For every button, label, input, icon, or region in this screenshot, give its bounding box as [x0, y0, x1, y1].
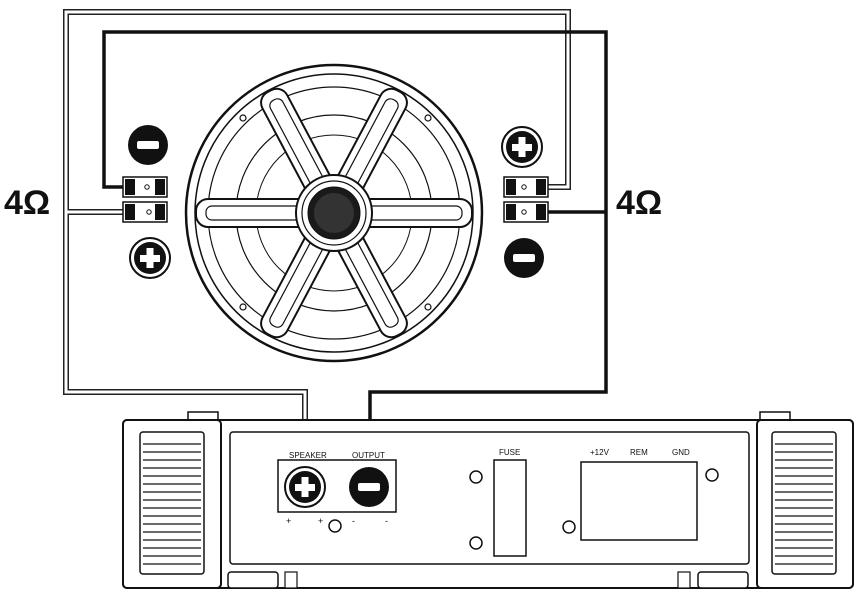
plus-circle-icon: [129, 237, 171, 279]
fuse-label: FUSE: [499, 448, 520, 457]
power-label-12v: +12V: [590, 448, 610, 457]
negative-wire: [102, 30, 608, 465]
terminal-mark: -: [385, 516, 388, 526]
speaker-label: SPEAKER: [289, 451, 327, 460]
terminal-mark: -: [352, 516, 355, 526]
right-terminal-positive: [503, 176, 549, 198]
right-terminal-negative: [503, 201, 549, 223]
left-terminal-positive: [122, 201, 168, 223]
terminal-mark: +: [286, 516, 291, 526]
minus-circle-icon: [349, 467, 389, 507]
positive-wire: [63, 9, 571, 465]
amplifier: [122, 411, 854, 589]
plus-circle-icon: [501, 126, 543, 168]
output-label: OUTPUT: [352, 451, 385, 460]
terminal-mark: +: [318, 516, 323, 526]
power-label-gnd: GND: [672, 448, 690, 457]
minus-circle-icon: [128, 125, 168, 165]
subwoofer: [184, 63, 484, 363]
plus-circle-icon: [284, 466, 326, 508]
impedance-label-left: 4Ω: [4, 184, 50, 222]
minus-circle-icon: [504, 238, 544, 278]
impedance-label-right: 4Ω: [616, 184, 662, 222]
power-label-rem: REM: [630, 448, 648, 457]
left-terminal-negative: [122, 176, 168, 198]
